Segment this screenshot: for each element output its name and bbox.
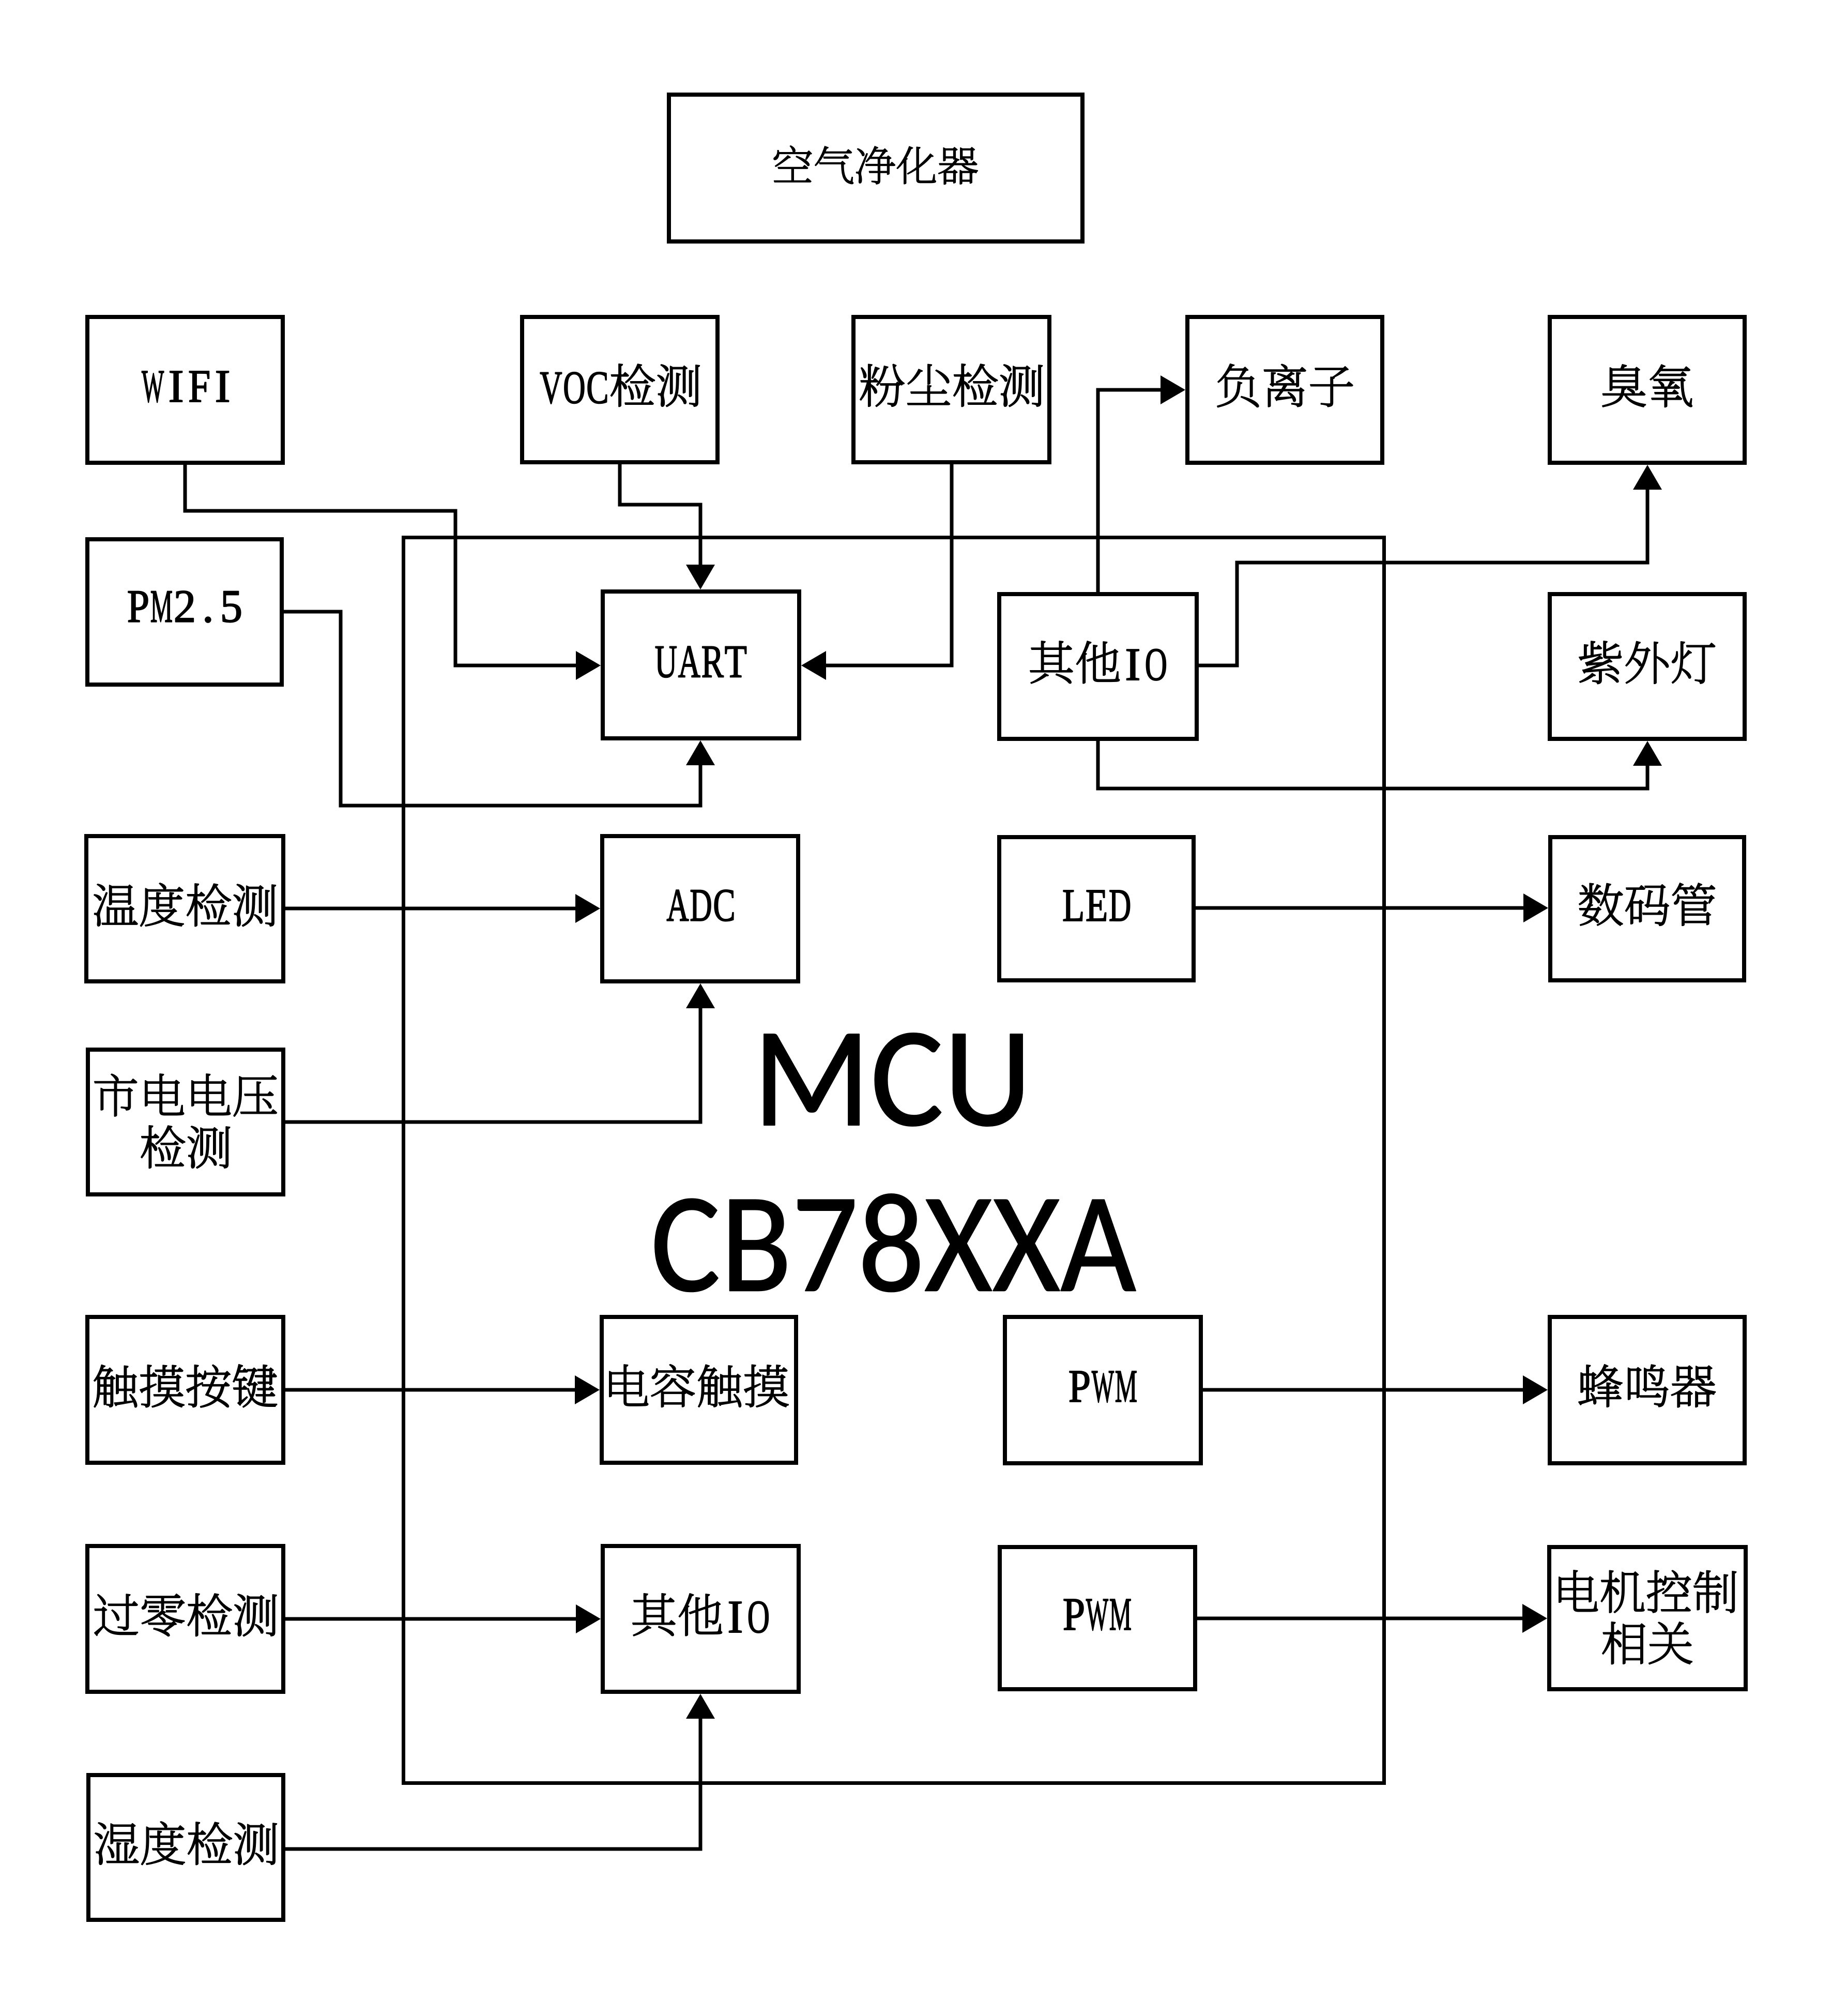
box-pm25: PM2.5	[85, 537, 284, 687]
box-voc-label: VOC检测	[524, 319, 715, 460]
box-touchkey-label: 触摸按键	[89, 1319, 281, 1461]
box-motor-label: 电机控制 相关	[1551, 1549, 1744, 1687]
box-otherio_top-label: 其他IO	[1001, 596, 1195, 737]
box-motor: 电机控制 相关	[1547, 1545, 1748, 1691]
connector-otherio-to-uvlamp	[1096, 741, 1662, 791]
box-adc: ADC	[600, 834, 800, 983]
box-buzzer-label: 蜂鸣器	[1552, 1319, 1743, 1461]
box-tube: 数码管	[1548, 835, 1746, 982]
box-buzzer: 蜂鸣器	[1548, 1315, 1747, 1465]
box-mains-label: 市电电压 检测	[90, 1052, 281, 1192]
connector-otherio-to-ozone	[1199, 465, 1662, 668]
connector-voc-to-uart	[618, 464, 715, 589]
box-dust: 粉尘检测	[851, 315, 1051, 464]
box-ozone-label: 臭氧	[1552, 319, 1743, 461]
box-temp: 温度检测	[84, 834, 285, 983]
box-voc: VOC检测	[520, 315, 720, 464]
box-pwm1-label: PWM	[1007, 1319, 1199, 1461]
box-anion-label: 负离子	[1189, 319, 1380, 461]
box-otherio_bot-label: 其他IO	[605, 1548, 797, 1690]
connector-mains-to-adc	[285, 983, 715, 1124]
connector-temp-to-adc	[285, 894, 600, 923]
box-adc-label: ADC	[604, 838, 796, 979]
connector-wifi-to-uart	[183, 465, 601, 680]
box-uvlamp: 紫外灯	[1548, 592, 1747, 741]
box-title-label: 空气净化器	[671, 97, 1080, 239]
box-otherio_top: 其他IO	[997, 592, 1199, 741]
box-ozone: 臭氧	[1548, 315, 1747, 465]
mcu-boundary	[402, 536, 1386, 1785]
box-mains: 市电电压 检测	[86, 1048, 285, 1196]
box-anion: 负离子	[1185, 315, 1384, 465]
box-pm25-label: PM2.5	[89, 541, 280, 683]
box-humid: 湿度检测	[86, 1773, 285, 1922]
connector-pwm1-to-buzzer	[1203, 1375, 1548, 1404]
box-tube-label: 数码管	[1552, 839, 1742, 978]
connector-humid-to-otherio	[285, 1694, 715, 1851]
mcu-name: MCU	[762, 1032, 1024, 1128]
box-temp-label: 温度检测	[88, 838, 281, 979]
connector-otherio-to-anion	[1096, 375, 1185, 592]
box-uart-label: UART	[605, 594, 797, 736]
box-humid-label: 湿度检测	[90, 1777, 281, 1918]
box-led: LED	[997, 835, 1196, 982]
box-captouch-label: 电容触摸	[604, 1319, 794, 1461]
box-wifi: WIFI	[85, 315, 285, 465]
connector-dust-to-uart	[801, 464, 954, 680]
mcu-model: CB78XXA	[653, 1192, 1137, 1294]
connector-touchkey-to-captouch	[285, 1375, 600, 1404]
box-captouch: 电容触摸	[600, 1315, 798, 1465]
box-pwm1: PWM	[1003, 1315, 1203, 1465]
connector-led-to-tube	[1196, 893, 1548, 922]
box-otherio_bot: 其他IO	[601, 1544, 801, 1694]
box-title: 空气净化器	[667, 93, 1085, 244]
box-touchkey: 触摸按键	[85, 1315, 285, 1465]
box-wifi-label: WIFI	[89, 319, 281, 461]
box-zerox-label: 过零检测	[89, 1548, 281, 1690]
box-pwm2: PWM	[998, 1545, 1197, 1691]
box-dust-label: 粉尘检测	[856, 319, 1047, 460]
connector-pwm2-to-motor	[1197, 1604, 1547, 1633]
box-led-label: LED	[1001, 839, 1192, 978]
box-pwm2-label: PWM	[1002, 1549, 1193, 1687]
connector-pm25-to-uart	[284, 610, 715, 808]
box-zerox: 过零检测	[85, 1544, 285, 1694]
box-uart: UART	[601, 589, 801, 740]
connector-zerox-to-otherio	[285, 1604, 601, 1633]
box-uvlamp-label: 紫外灯	[1552, 596, 1743, 737]
